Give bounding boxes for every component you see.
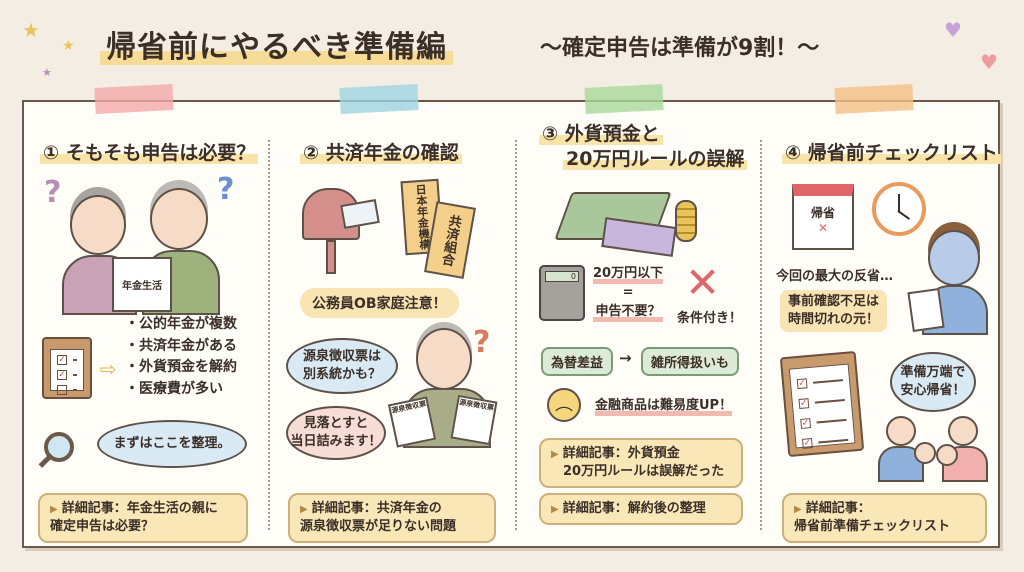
- question-mark-icon: ?: [44, 175, 62, 210]
- heart-icon: ♥: [980, 50, 998, 74]
- section-heading: ④ 帰省前チェックリスト: [782, 138, 1001, 165]
- difficulty-warning: 金融商品は難易度UP！: [595, 397, 733, 416]
- reflection-box: 事前確認不足は時間切れの元！: [780, 290, 888, 333]
- grandfather-illustration: [150, 188, 208, 250]
- star-icon: ★: [42, 66, 52, 79]
- article-link[interactable]: ▶詳細記事：解約後の整理: [539, 493, 743, 526]
- heart-icon: ♥: [944, 18, 962, 42]
- question-mark-icon: ?: [473, 325, 491, 360]
- question-mark-icon: ?: [217, 172, 235, 207]
- coin-stack-icon: [675, 200, 697, 242]
- page-title: 帰省前にやるべき準備編: [100, 22, 453, 66]
- euro-banknote: [601, 217, 677, 257]
- mailbox-post: [326, 240, 336, 274]
- divider: [760, 140, 762, 530]
- worried-man-illustration: [928, 230, 980, 286]
- verdict-text: 条件付き！: [677, 311, 743, 326]
- star-icon: ★: [22, 18, 40, 42]
- misc-income-tag: 雑所得扱いも: [641, 347, 740, 376]
- section-1: ① そもそも申告は必要？ ? ? 年金生活 ✓✓ ⇨ ・公的年金が複数・共済年金…: [22, 100, 267, 548]
- arrow-icon: →: [619, 349, 632, 367]
- calculator-icon: 0: [539, 265, 585, 321]
- cross-icon: ✕: [685, 258, 721, 307]
- fx-gain-tag: 為替差益: [541, 347, 614, 376]
- checklist-bullets: ・公的年金が複数・共済年金がある・外貨預金を解約・医療費が多い: [125, 316, 237, 398]
- speech-bubble: 見落とすと当日詰みます！: [286, 406, 386, 460]
- article-link[interactable]: ▶詳細記事：帰省前準備チェックリスト: [782, 493, 987, 544]
- section-heading: ① そもそも申告は必要？: [40, 138, 259, 165]
- envelope-icon: [340, 199, 380, 229]
- speech-bubble: 準備万端で安心帰省！: [890, 352, 976, 412]
- page-subtitle: 〜確定申告は準備が9割！〜: [540, 36, 820, 61]
- paper-document: [907, 287, 945, 333]
- warning-callout: 公務員OB家庭注意！: [300, 288, 459, 318]
- section-heading: ② 共済年金の確認: [300, 138, 462, 165]
- magnifier-handle: [38, 453, 54, 468]
- stopwatch-icon: [872, 182, 926, 236]
- clipboard-checklist-icon: ✓✓✓✓: [779, 350, 865, 458]
- speech-bubble: 源泉徴収票は別系統かも？: [286, 338, 398, 394]
- rule-text: 20万円以下=申告不要？: [593, 265, 664, 322]
- section-2: ② 共済年金の確認 日本年金機構 共済組合 公務員OB家庭注意！ ? 源泉徴収票…: [268, 100, 513, 548]
- article-link[interactable]: ▶詳細記事：年金生活の親に確定申告は必要？: [38, 493, 248, 544]
- reflection-text: 今回の最大の反省…: [776, 269, 894, 284]
- happy-family-illustration: [878, 416, 988, 482]
- grandmother-illustration: [70, 195, 126, 255]
- worried-face-icon: ︵: [547, 388, 581, 422]
- grandfather-glasses-illustration: [416, 328, 472, 390]
- calendar-icon: 帰省✕: [792, 184, 854, 250]
- star-icon: ★: [62, 38, 75, 54]
- clipboard-checklist-icon: ✓✓: [42, 337, 92, 399]
- arrow-right-icon: ⇨: [100, 357, 117, 381]
- divider: [268, 140, 270, 530]
- withholding-slip: 源泉徴収票: [450, 394, 498, 446]
- article-link[interactable]: ▶詳細記事：共済年金の源泉徴収票が足りない問題: [288, 493, 496, 544]
- divider: [515, 140, 517, 530]
- section-4: ④ 帰省前チェックリスト 帰省✕ 今回の最大の反省… 事前確認不足は時間切れの元…: [760, 100, 1005, 548]
- speech-bubble: まずはここを整理。: [97, 420, 247, 468]
- pension-document: 年金生活: [112, 257, 172, 312]
